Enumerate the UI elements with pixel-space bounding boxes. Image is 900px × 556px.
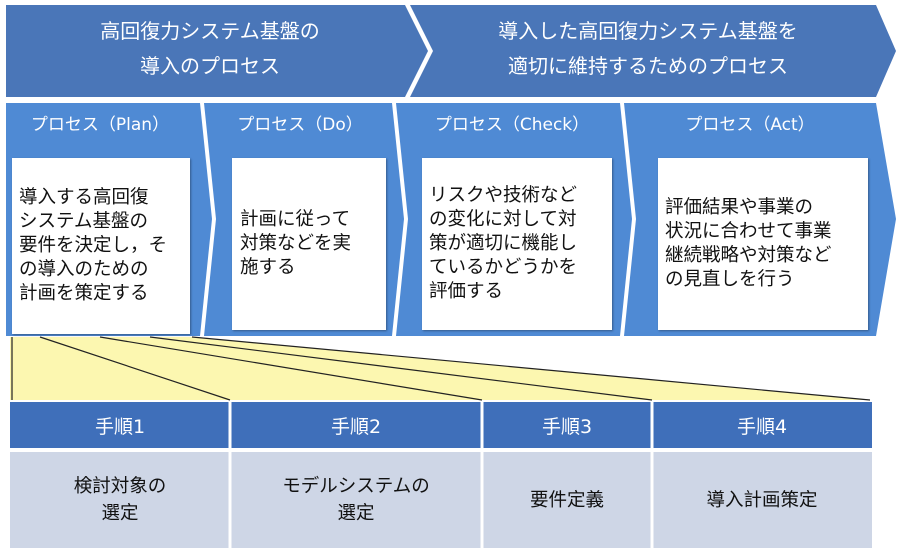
step-4-header: 手順4 (736, 415, 788, 438)
process-box-check: リスクや技術など の変化に対して対 策が適切に機能し ているかどうかを 評価する (422, 158, 612, 330)
step-3-header: 手順3 (541, 415, 593, 438)
step-2-header: 手順2 (330, 415, 382, 438)
steps-body-bar (10, 452, 872, 548)
process-desc-plan: 導入する高回復 システム基盤の 要件を決定し，そ の導入のための 計画を策定する (19, 187, 168, 304)
process-title-plan: プロセス（Plan） (31, 115, 169, 135)
process-box-do: 計画に従って 対策などを実 施する (232, 158, 386, 330)
step-4-body: 導入計画策定 (706, 489, 818, 511)
step-3-body: 要件定義 (529, 489, 604, 511)
process-box-act: 評価結果や事業の 状況に合わせて事業 継続戦略や対策など の見直しを行う (658, 158, 868, 330)
funnel-line-5 (191, 336, 871, 401)
banner-1-line2: 導入のプロセス (140, 54, 280, 78)
step-2-body: モデルシステムの 選定 (282, 476, 430, 524)
process-desc-check: リスクや技術など の変化に対して対 策が適切に機能し ているかどうかを 評価する (429, 185, 578, 302)
funnel-shape (10, 337, 870, 400)
funnel-line-4 (149, 336, 653, 401)
banner-arrow-2 (410, 5, 896, 97)
banner-arrow-1 (6, 5, 428, 97)
process-desc-do: 計画に従って 対策などを実 施する (240, 209, 352, 278)
process-desc-act: 評価結果や事業の 状況に合わせて事業 継続戦略や対策など の見直しを行う (665, 197, 832, 290)
process-title-act: プロセス（Act） (685, 115, 814, 135)
process-box-plan: 導入する高回復 システム基盤の 要件を決定し，そ の導入のための 計画を策定する (12, 158, 190, 334)
banner-2-line1: 導入した高回復力システム基盤を (498, 19, 797, 43)
banner-1-line1: 高回復力システム基盤の (100, 19, 319, 43)
funnel-line-2 (39, 336, 231, 401)
funnel-line-3 (99, 336, 483, 401)
step-1-body: 検討対象の 選定 (73, 476, 167, 524)
steps-header-bar (10, 402, 872, 448)
process-title-check: プロセス（Check） (435, 115, 589, 135)
banner-2-line2: 適切に維持するためのプロセス (508, 54, 788, 78)
step-1-header: 手順1 (94, 415, 146, 438)
process-title-do: プロセス（Do） (237, 115, 363, 135)
